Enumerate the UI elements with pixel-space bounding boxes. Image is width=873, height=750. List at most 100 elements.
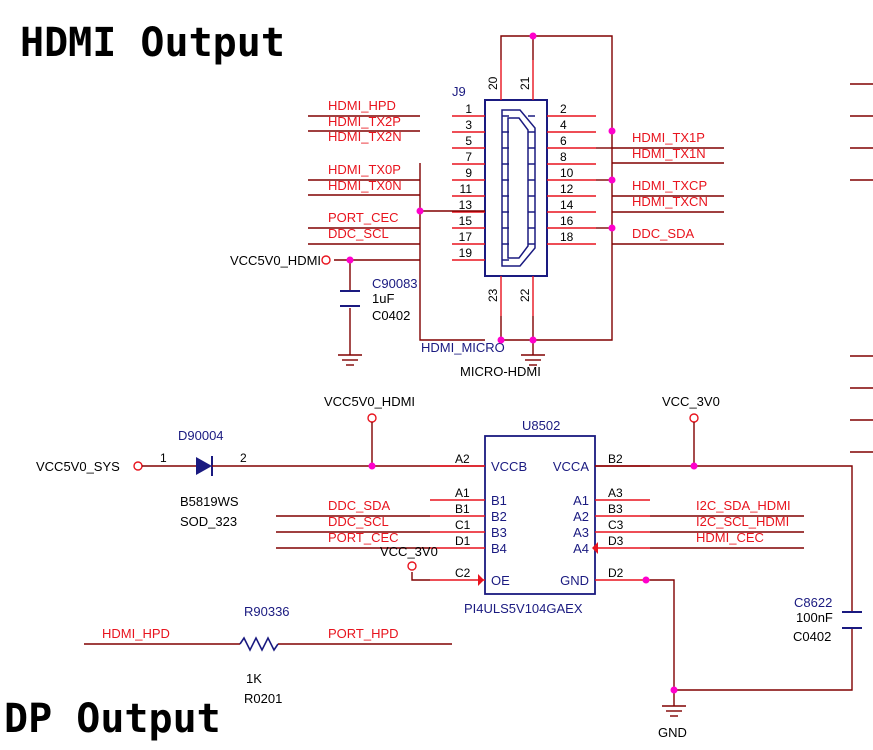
junction-dot (608, 176, 616, 184)
oe-vcc3v0-label: VCC_3V0 (380, 544, 438, 559)
ground-symbol-c90083 (338, 354, 362, 366)
vcc5v0-hdmi-label: VCC5V0_HDMI (324, 394, 415, 409)
j9-pin-number: 4 (560, 118, 567, 132)
j9-pin-number: 21 (518, 76, 532, 90)
r90336-ref: R90336 (244, 604, 290, 619)
net-label: HDMI_TX1P (632, 130, 705, 145)
j9-body-label: HDMI_MICRO (421, 340, 505, 355)
j9-pin-number: 18 (560, 230, 574, 244)
u8502-ball: A2 (455, 452, 470, 466)
u8502-part: PI4ULS5V104GAEX (464, 601, 583, 616)
net-label: HDMI_CEC (696, 530, 764, 545)
j9-pin-number: 10 (560, 166, 574, 180)
r90336-left-net: HDMI_HPD (102, 626, 170, 641)
gnd-label: GND (658, 725, 687, 740)
u8502-net-labels: DDC_SDA DDC_SCL PORT_CEC I2C_SDA_HDMI I2… (328, 498, 791, 545)
dp-output-heading: DP Output (4, 696, 221, 742)
junction-dot (529, 336, 537, 344)
vcc3v0-label: VCC_3V0 (662, 394, 720, 409)
j9-pin-number: 16 (560, 214, 574, 228)
d90004-part: B5819WS (180, 494, 239, 509)
junction-dot (346, 256, 354, 264)
net-label: DDC_SDA (328, 498, 390, 513)
junction-dot (670, 686, 678, 694)
u8502-body (484, 435, 596, 595)
diode-d90004-symbol (196, 457, 212, 475)
j9-right-wires (500, 35, 724, 355)
oe-vcc3v0-port (407, 561, 417, 571)
r90336-resistor: HDMI_HPD PORT_HPD R90336 1K R0201 (84, 604, 452, 706)
u8502-ball: D1 (455, 534, 471, 548)
u8502-pin-name: OE (491, 573, 510, 588)
u8502-pin-name: A1 (573, 493, 589, 508)
diode-section: VCC5V0_SYS 1 2 D90004 B5819WS SOD_323 VC… (36, 253, 720, 529)
junction-dot (608, 127, 616, 135)
ground-symbol-u8502 (662, 705, 686, 717)
net-label: HDMI_TXCP (632, 178, 707, 193)
d90004-ref: D90004 (178, 428, 224, 443)
c8622-ref: C8622 (794, 595, 832, 610)
j9-pin-number: 6 (560, 134, 567, 148)
net-label: HDMI_TXCN (632, 194, 708, 209)
j9-pin-number: 15 (459, 214, 473, 228)
arrow-icon (592, 542, 598, 554)
c90083-ref: C90083 (372, 276, 418, 291)
u8502-ball: B2 (608, 452, 623, 466)
u8502-pin-name: VCCB (491, 459, 527, 474)
j9-pin-number: 22 (518, 288, 532, 302)
net-label: I2C_SCL_HDMI (696, 514, 789, 529)
d90004-pin2: 2 (240, 451, 247, 465)
u8502-pin-name: B1 (491, 493, 507, 508)
j9-pin-number: 12 (560, 182, 574, 196)
junction-dots (346, 32, 698, 694)
u8502-pin-name: B4 (491, 541, 507, 556)
net-label: DDC_SDA (632, 226, 694, 241)
net-label: HDMI_TX2P (328, 114, 401, 129)
j9-pin-number: 14 (560, 198, 574, 212)
d90004-pin1: 1 (160, 451, 167, 465)
c8622-capacitor: C8622 100nF C0402 (793, 595, 862, 644)
u8502-pin-name: B2 (491, 509, 507, 524)
junction-dot (642, 576, 650, 584)
j9-pin-number: 11 (460, 182, 473, 196)
c90083-value: 1uF (372, 291, 394, 306)
u8502-ic: U8502 PI4ULS5V104GAEX (464, 418, 596, 616)
net-label: I2C_SDA_HDMI (696, 498, 791, 513)
u8502-ball: D2 (608, 566, 624, 580)
u8502-ball: D3 (608, 534, 624, 548)
c90083-package: C0402 (372, 308, 410, 323)
u8502-ball: A3 (608, 486, 623, 500)
junction-dot (690, 462, 698, 470)
j9-pin-number: 1 (465, 102, 472, 116)
d90004-package: SOD_323 (180, 514, 237, 529)
j9-pin-number: 2 (560, 102, 567, 116)
j9-pin-number: 3 (465, 118, 472, 132)
j9-ref: J9 (452, 84, 466, 99)
u8502-ball: B1 (455, 502, 470, 516)
vcc5v0-hdmi-port-j9 (321, 255, 331, 265)
u8502-pin-name: B3 (491, 525, 507, 540)
r90336-right-net: PORT_HPD (328, 626, 399, 641)
j9-body (484, 99, 548, 277)
c8622-value: 100nF (796, 610, 833, 625)
junction-dot (497, 336, 505, 344)
net-label: DDC_SCL (328, 514, 389, 529)
j9-power-label: VCC5V0_HDMI (230, 253, 321, 268)
junction-dot (368, 462, 376, 470)
u8502-ball: C2 (455, 566, 471, 580)
u8502-pin-name: GND (560, 573, 589, 588)
u8502-ball: C3 (608, 518, 624, 532)
j9-pin-number: 23 (486, 288, 500, 302)
j9-connector: J9 MICRO-HDMI HDMI_MICRO (421, 84, 548, 379)
net-label: PORT_CEC (328, 210, 399, 225)
j9-right-net-labels: HDMI_TX1P HDMI_TX1N HDMI_TXCP HDMI_TXCN … (632, 130, 708, 241)
hdmi-output-heading: HDMI Output (20, 20, 285, 66)
u8502-pin-name: A4 (573, 541, 589, 556)
j9-pin-number: 7 (465, 150, 472, 164)
u8502-ball: B3 (608, 502, 623, 516)
edge-stubs (850, 83, 873, 453)
u8502-ball: C1 (455, 518, 471, 532)
